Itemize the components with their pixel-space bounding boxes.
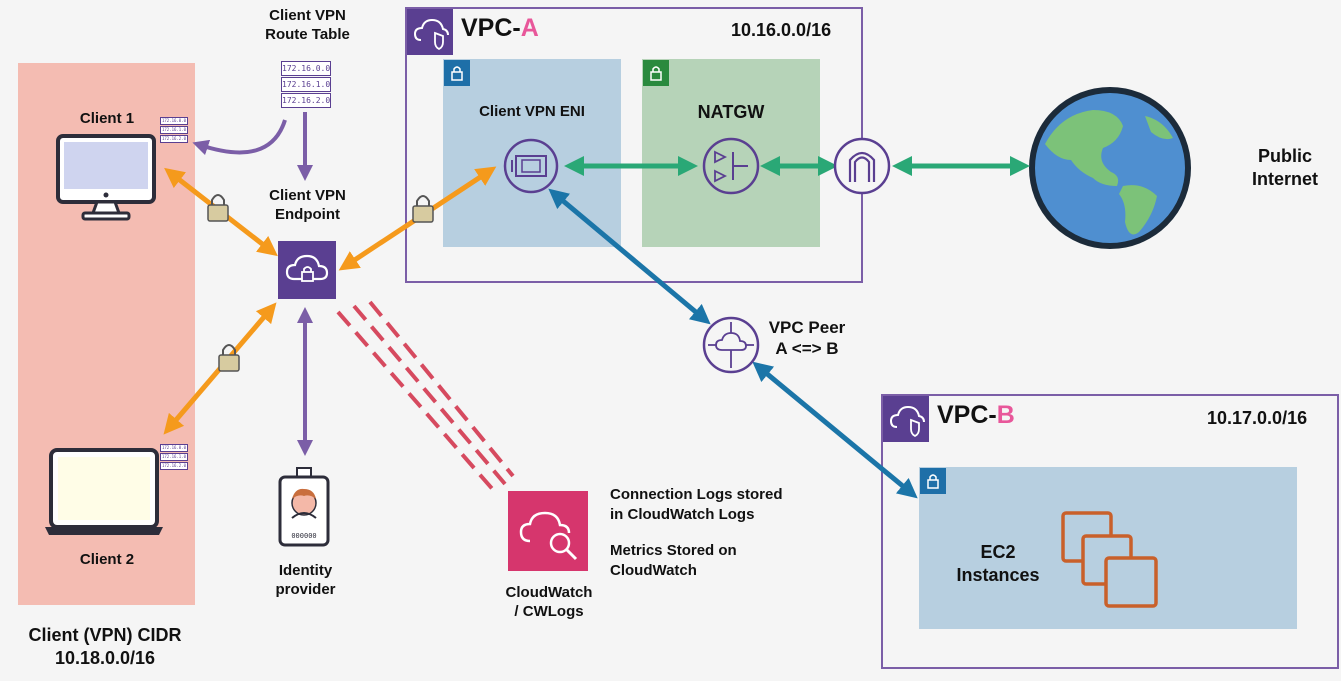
route-table-title-2: Route Table <box>265 25 350 43</box>
peer-vpc-b-arrow <box>752 361 918 499</box>
vpc-peer-label: VPC Peer A <=> B <box>752 317 862 360</box>
vpc-b-title: VPC-B <box>937 401 1015 430</box>
cloudwatch-service <box>508 491 588 571</box>
client-cidr-value: 10.18.0.0/16 <box>54 647 156 668</box>
vpc-a-title: VPC-A <box>461 14 539 43</box>
subnet-lock-icon <box>444 60 470 86</box>
identity-badge-icon: 000000 <box>278 467 330 547</box>
cloudwatch-label-2: / CWLogs <box>514 602 584 620</box>
padlock-icon <box>218 344 240 372</box>
vpc-peer-label-1: VPC Peer <box>768 318 846 337</box>
cloudwatch-label: CloudWatch / CWLogs <box>490 584 608 622</box>
subnet-lock-icon <box>643 60 669 86</box>
eni-icon <box>503 138 559 194</box>
vpc-b-cidr: 10.17.0.0/16 <box>1207 408 1308 428</box>
route-entry-1: 172.16.0.0 <box>281 61 331 76</box>
laptop-icon <box>45 448 163 535</box>
internet-label-2: Internet <box>1251 168 1318 189</box>
natgw-label: NATGW <box>697 102 765 122</box>
logs-stream <box>336 300 515 494</box>
client-cidr-title: Client (VPN) CIDR <box>28 625 182 645</box>
endpoint-label: Client VPN Endpoint <box>250 187 365 225</box>
cloudwatch-icon <box>519 511 578 561</box>
vpc-a-cidr: 10.16.0.0/16 <box>731 20 832 40</box>
ec2-instances-icon <box>1061 511 1158 608</box>
connection-logs-note-2: in CloudWatch Logs <box>610 506 755 524</box>
endpoint-label-2: Endpoint <box>275 205 340 223</box>
vpc-b-letter: B <box>996 401 1015 429</box>
route-push-client-arrow <box>192 119 287 156</box>
vpc-b-prefix: VPC- <box>937 401 997 429</box>
endpoint-label-1: Client VPN <box>269 187 346 204</box>
vpc-a-icon <box>407 9 453 55</box>
client-vpn-endpoint <box>278 241 336 299</box>
route-table-title-1: Client VPN <box>269 7 346 24</box>
client-1-label: Client 1 <box>79 110 135 127</box>
globe-icon <box>1029 87 1191 249</box>
vpc-a-prefix: VPC- <box>461 14 521 42</box>
internet-label-1: Public <box>1257 146 1312 166</box>
connection-logs-note-1: Connection Logs stored <box>610 486 783 503</box>
internet-label: Public Internet <box>1235 145 1335 190</box>
route-entry-3: 172.16.2.0 <box>281 93 331 108</box>
vpc-a-letter: A <box>520 14 539 42</box>
ec2-label-2: Instances <box>956 564 1040 585</box>
cloud-lock-icon <box>285 254 329 282</box>
route-entry-2: 172.16.1.0 <box>281 77 331 92</box>
internet-gateway-icon <box>833 137 891 195</box>
subnet-lock-icon <box>920 468 946 494</box>
ec2-label: EC2 Instances <box>938 541 1058 586</box>
vpc-peer-label-2: A <=> B <box>775 339 839 359</box>
ec2-label-1: EC2 <box>980 542 1016 562</box>
padlock-icon <box>412 195 434 223</box>
badge-code: 000000 <box>291 532 316 540</box>
client-2-label: Client 2 <box>79 551 135 568</box>
metrics-note: Metrics Stored on CloudWatch <box>610 541 737 582</box>
desktop-icon <box>56 134 156 221</box>
identity-provider-label-1: Identity <box>278 562 333 579</box>
eni-label: Client VPN ENI <box>479 103 585 120</box>
client-cidr-label: Client (VPN) CIDR 10.18.0.0/16 <box>0 624 210 669</box>
connection-logs-note: Connection Logs stored in CloudWatch Log… <box>610 485 783 526</box>
eni-peer-arrow <box>548 188 711 325</box>
identity-provider-label-2: provider <box>275 580 336 598</box>
cloudwatch-label-1: CloudWatch <box>505 584 593 601</box>
metrics-note-2: CloudWatch <box>610 562 697 580</box>
metrics-note-1: Metrics Stored on <box>610 542 737 559</box>
vpc-cloud-shield-icon <box>413 18 449 51</box>
vpc-peering-icon <box>702 316 760 374</box>
nat-gateway-icon <box>702 137 760 195</box>
padlock-icon <box>207 194 229 222</box>
identity-provider-label: Identity provider <box>253 562 358 600</box>
route-table-label: Client VPN Route Table <box>250 7 365 45</box>
